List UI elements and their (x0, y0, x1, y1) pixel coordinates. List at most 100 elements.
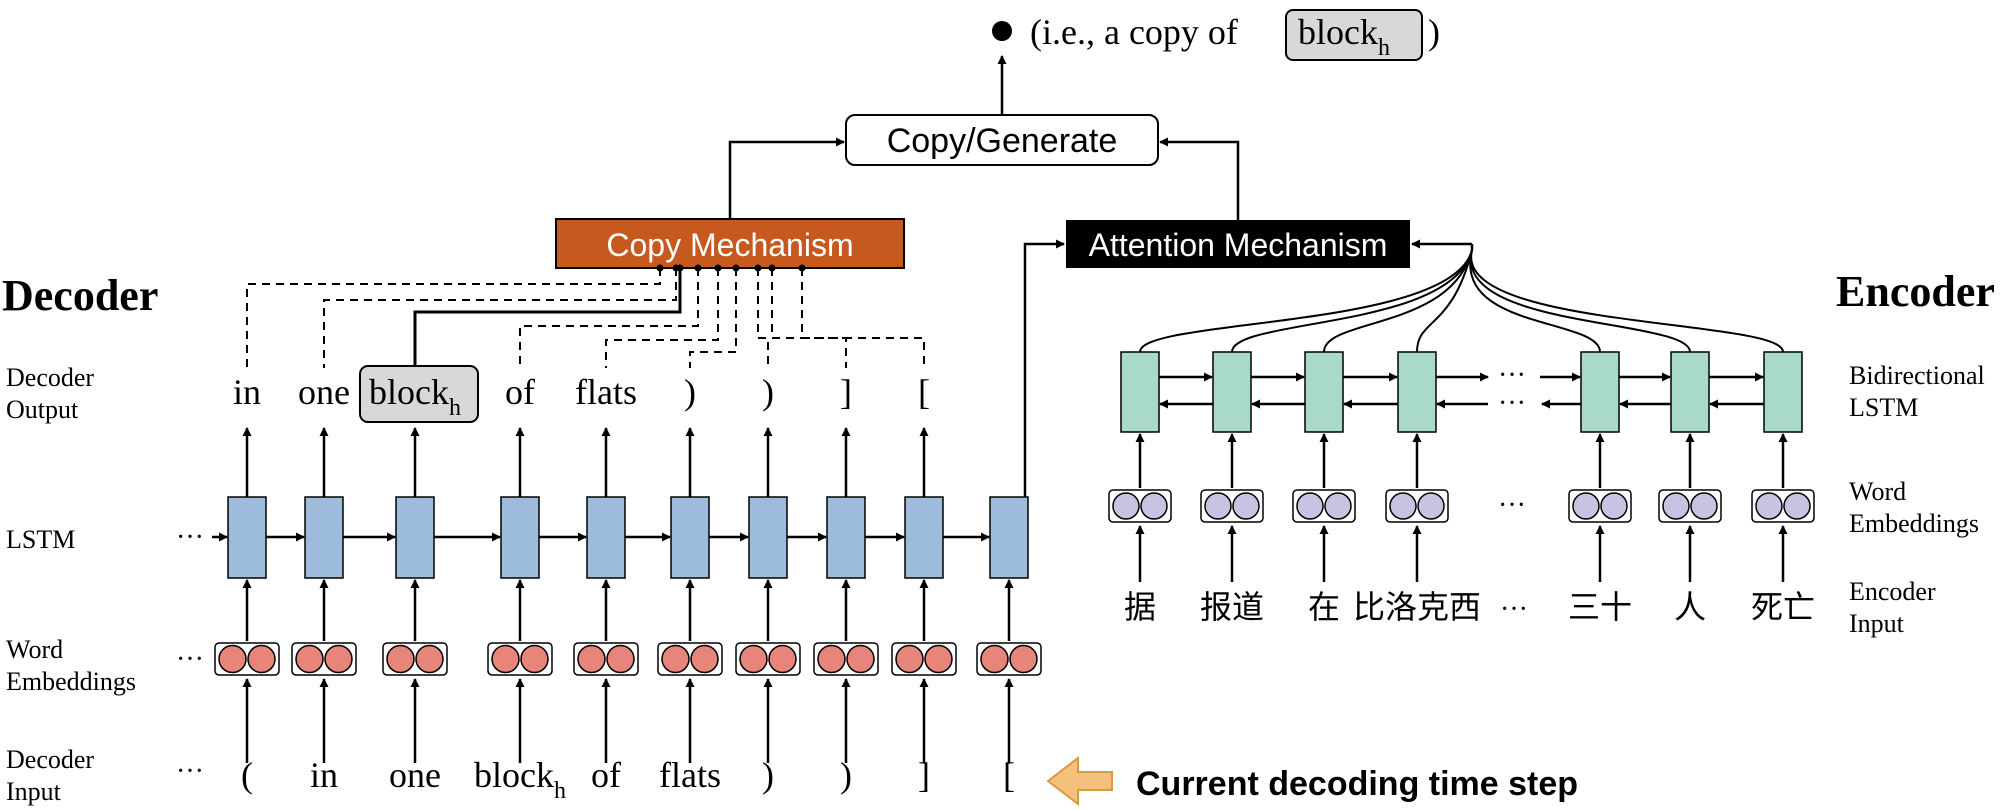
decoder-embeddings-label-1: Word (6, 635, 63, 664)
decoder-embeddings-label-2: Embeddings (6, 667, 136, 696)
decoder-output-token: of (505, 372, 535, 412)
encoder-lstm-label-2: LSTM (1849, 393, 1918, 422)
encoder-embedding-icon (1658, 489, 1722, 523)
decoder-output-token: in (233, 372, 261, 412)
encoder-attention-link (1231, 249, 1473, 353)
attention-mechanism-label: Attention Mechanism (1089, 227, 1388, 263)
decoder-output-token: ) (684, 372, 696, 412)
copy-attach-dot-icon (798, 264, 806, 272)
decoder-lstm-cell (904, 496, 944, 579)
copy-link-dashed (771, 268, 847, 368)
copy-mechanism-label: Copy Mechanism (606, 227, 853, 263)
decoder-output-token: blockh (369, 372, 461, 421)
encoder-embeddings-label-1: Word (1849, 477, 1906, 506)
decoder-embedding-icon (657, 642, 723, 676)
copy-attach-dot-icon (694, 264, 702, 272)
decoder-lstm-cell (227, 496, 267, 579)
encoder-embedding-icon (1751, 489, 1815, 523)
decoder-input-token: ) (840, 755, 852, 795)
decoder-output-label-2: Output (6, 395, 79, 424)
decoder-embedding-icon (976, 642, 1042, 676)
encoder-lstm-cell (1120, 351, 1160, 433)
decoder-output-token: [ (918, 372, 930, 412)
decoder-output-token: flats (575, 372, 637, 412)
encoder-lstm-cell (1304, 351, 1344, 433)
decoder-input-token: [ (1003, 755, 1015, 795)
encoder-input-token: 人 (1674, 589, 1706, 625)
decoder-embedding-icon (382, 642, 448, 676)
decoder-lstm-cell (670, 496, 710, 579)
copy-link-dashed (323, 268, 677, 368)
decoder-lstm-cell (989, 496, 1029, 579)
decoder-lstm-cell (500, 496, 540, 579)
encoder-lstm-cell (1212, 351, 1252, 433)
encoder-embedding-icon (1292, 489, 1356, 523)
copy-link-solid (413, 268, 682, 366)
decoder-embedding-icon (487, 642, 553, 676)
encoder-embedding-icon (1385, 489, 1449, 523)
encoder-input-token: 比洛克西 (1353, 589, 1481, 625)
encoder-embedding-icon (1568, 489, 1632, 523)
copy-link-dashed (689, 268, 737, 368)
decoder-output-label-1: Decoder (6, 363, 94, 392)
decoder-input-label-2: Input (6, 777, 62, 806)
decoder-lstm-label: LSTM (6, 525, 75, 554)
decoder-embedding-icon (291, 642, 357, 676)
copy-to-generate-arrow (728, 137, 845, 219)
encoder-input-ellipsis: ··· (1500, 594, 1528, 625)
copied-token-box (1285, 9, 1423, 61)
copied-output-box (359, 365, 479, 423)
encoder-embedding-icon (1200, 489, 1264, 523)
decoder-lstm-cell (826, 496, 866, 579)
encoder-attention-link (1470, 249, 1784, 353)
encoder-input-label-1: Encoder (1849, 577, 1936, 606)
copy-attach-dot-icon (732, 264, 740, 272)
encoder-input-label-2: Input (1849, 609, 1905, 638)
copied-token: blockh (1298, 12, 1390, 61)
decoder-output-token: ) (762, 372, 774, 412)
decoder-lstm-cell (748, 496, 788, 579)
copy-attach-dot-icon (714, 264, 722, 272)
copy-attach-dot-icon (754, 264, 762, 272)
encoder-input-token: 死亡 (1751, 589, 1815, 625)
encoder-attention-link (1323, 249, 1473, 353)
decoder-embedding-icon (214, 642, 280, 676)
decoder-output-token: ] (840, 372, 852, 412)
copy-generate-box (845, 114, 1159, 166)
encoder-lstm-label-1: Bidirectional (1849, 361, 1985, 390)
output-suffix: ) (1428, 12, 1440, 52)
encoder-lstm-ellipsis: ··· (1498, 388, 1526, 419)
encoder-lstm-cell (1670, 351, 1710, 433)
encoder-attention-link (1469, 249, 1691, 353)
copy-link-dashed (605, 268, 719, 368)
decoder-embedding-icon (735, 642, 801, 676)
copy-link-dashed (519, 268, 699, 368)
copy-mechanism-connections (246, 264, 925, 368)
decoder-embedding-icon (891, 642, 957, 676)
decoder-input-label-1: Decoder (6, 745, 94, 774)
copy-attach-dot-icon (656, 264, 664, 272)
encoder-lstm-cell (1397, 351, 1437, 433)
copy-attach-dot-icon (676, 264, 684, 272)
decoder-title: Decoder (2, 271, 158, 320)
encoder-input-token: 在 (1308, 589, 1340, 625)
decoder-input-token: ] (918, 755, 930, 795)
encoder-input-token: 三十 (1568, 589, 1632, 625)
decoder-state-to-attention-arrow (1023, 239, 1065, 505)
encoder-lstm-ellipsis: ··· (1498, 360, 1526, 391)
copy-generate-label: Copy/Generate (887, 122, 1118, 160)
encoder-columns: 据报道在比洛克西三十人死亡············ (1108, 244, 1815, 625)
output-dot-icon (992, 21, 1012, 41)
encoder-embeddings-ellipsis: ··· (1498, 490, 1526, 521)
encoder-title: Encoder (1836, 267, 1995, 316)
decoder-embedding-icon (813, 642, 879, 676)
copy-link-dashed (757, 268, 769, 368)
decoder-input-token: ) (762, 755, 774, 795)
encoder-embeddings-label-2: Embeddings (1849, 509, 1979, 538)
decoder-lstm-ellipsis: ··· (176, 522, 204, 553)
decoder-lstm-cell (304, 496, 344, 579)
attention-to-generate-arrow (1159, 137, 1240, 220)
copy-attach-dot-icon (768, 264, 776, 272)
